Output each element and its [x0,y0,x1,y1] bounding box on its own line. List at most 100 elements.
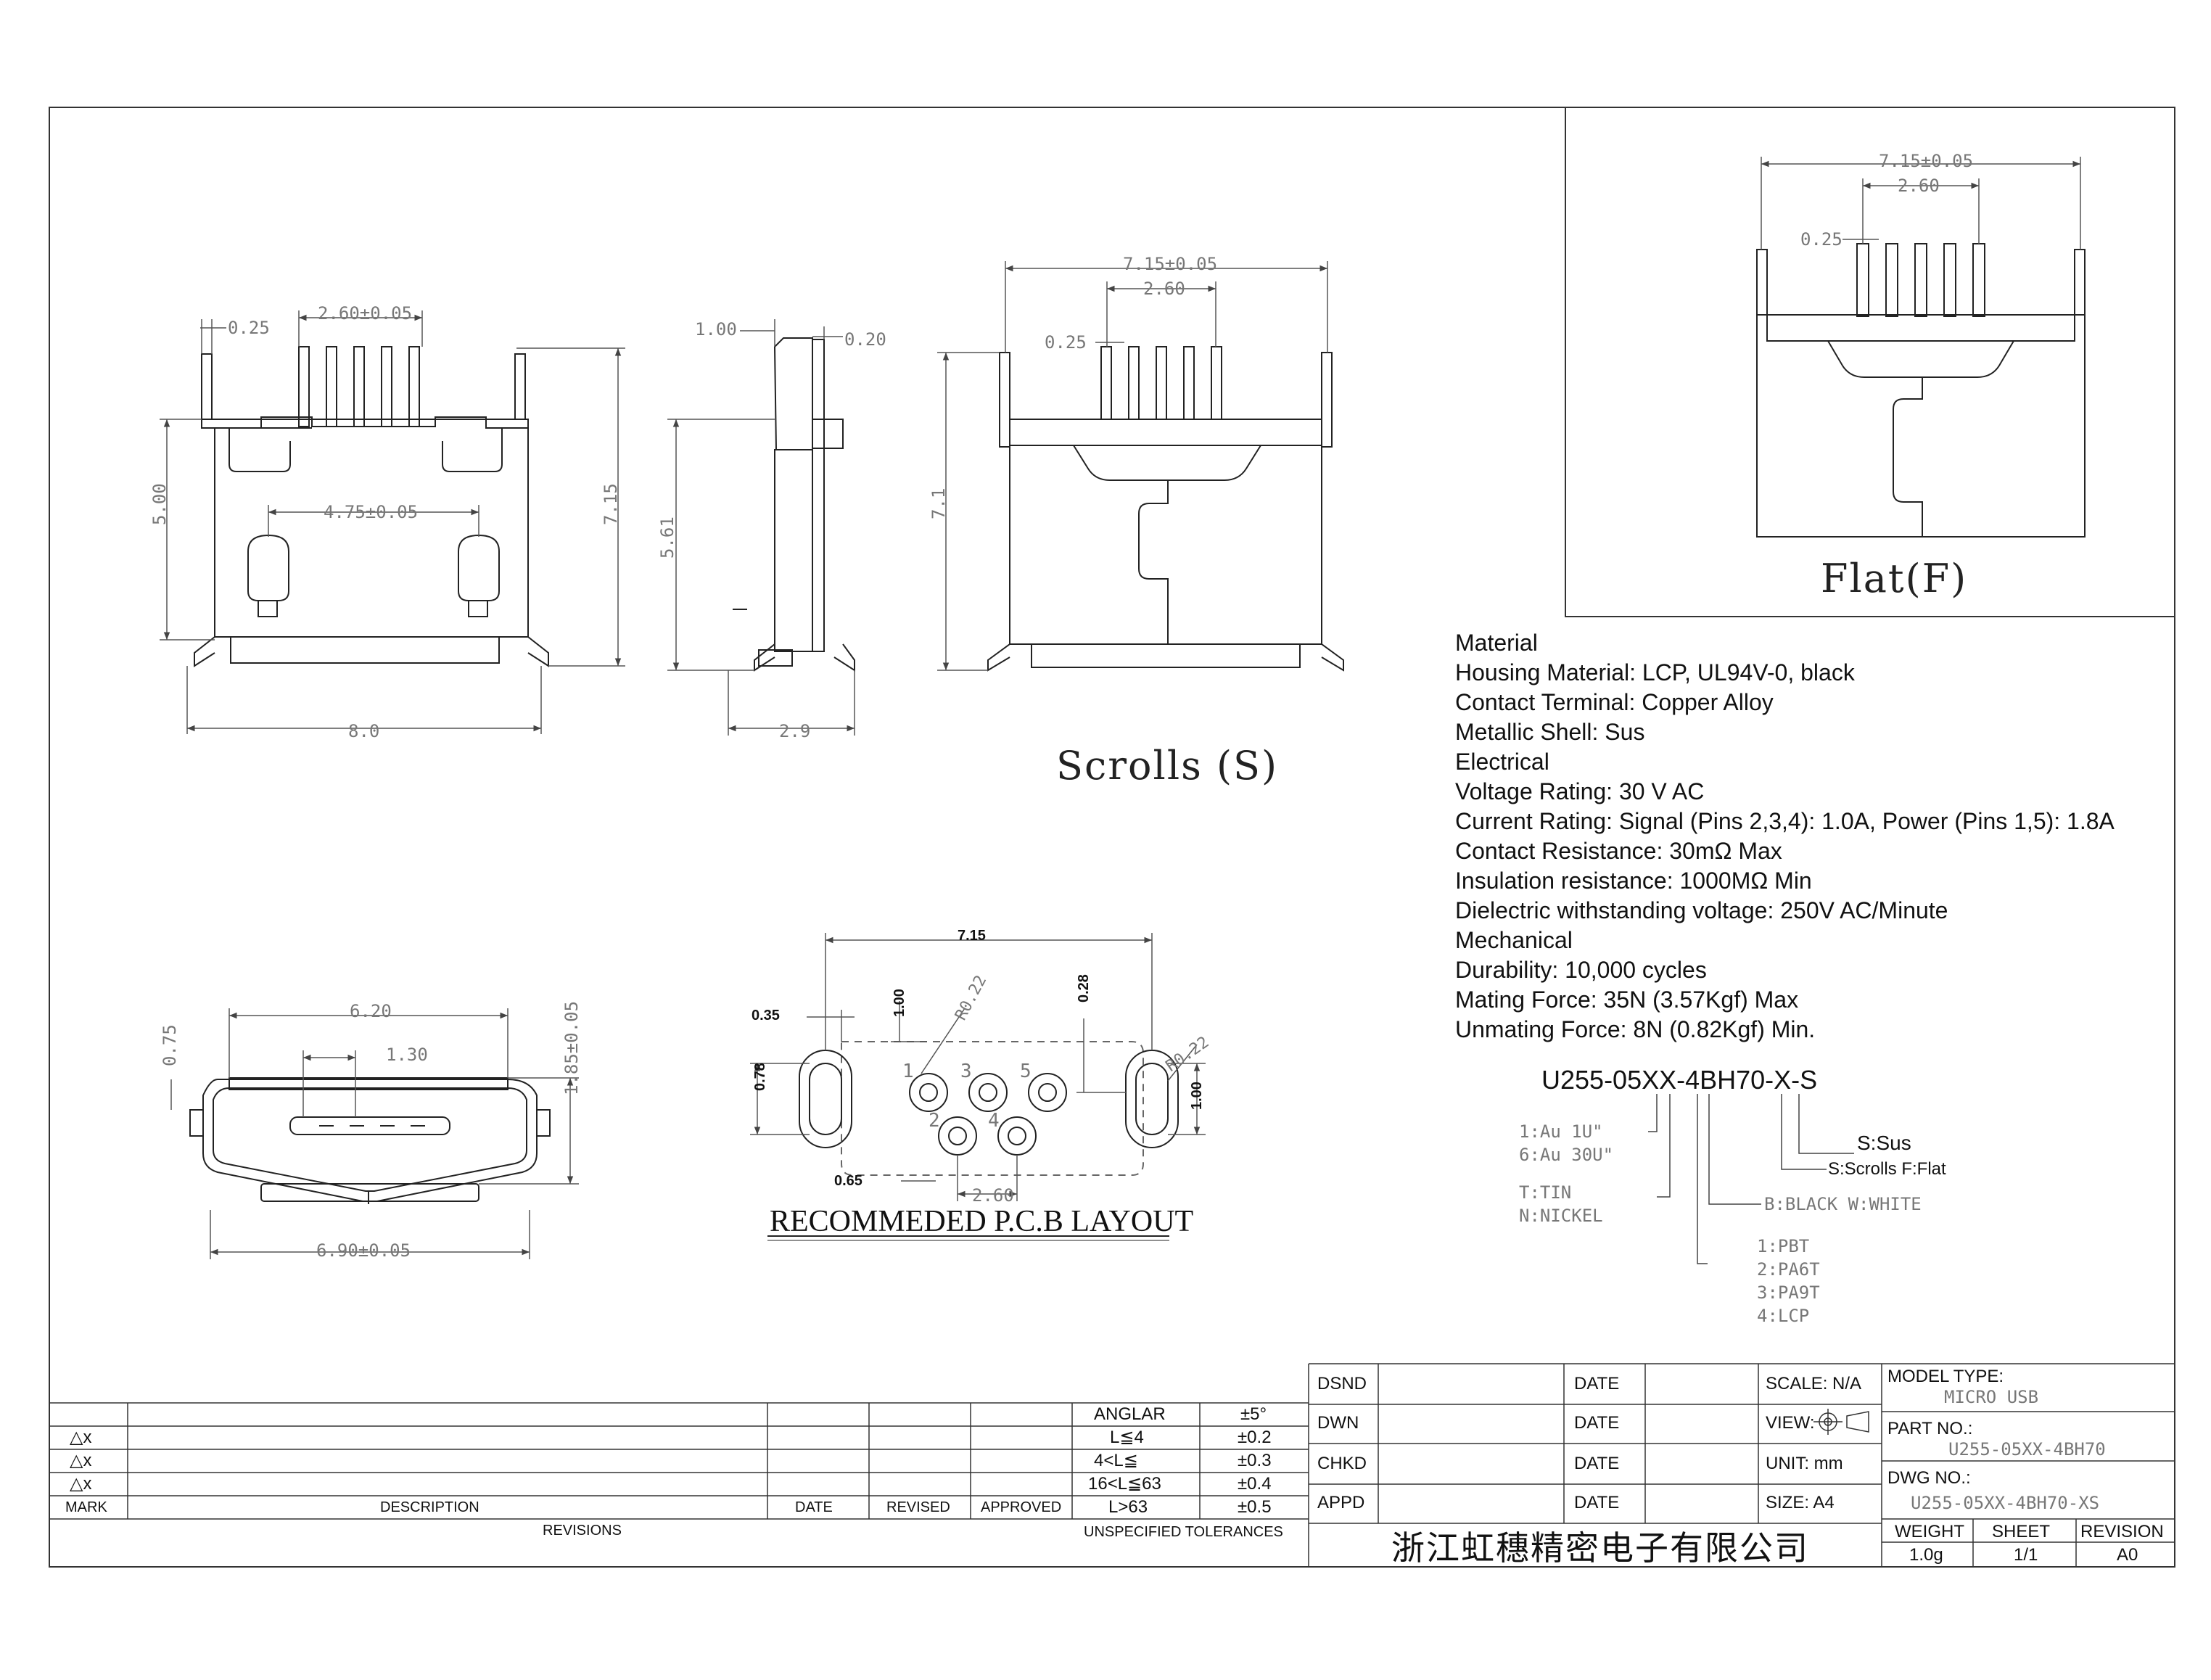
dim-front-pitch: 2.60±0.05 [318,303,413,324]
tol-r1-value: ±0.2 [1238,1428,1272,1447]
pn-plating-2: 6:Au 30U" [1519,1145,1614,1165]
pcb-layout [799,1041,1179,1176]
flat-view-frame [1565,107,2175,617]
front-view-dims [160,310,625,734]
dim-pcb-028: 0.28 [1076,974,1092,1002]
dim-pcb-035: 0.35 [752,1008,780,1024]
dim-pcb-065: 0.65 [834,1173,862,1189]
dim-side-depth: 2.9 [779,721,811,741]
flat-view-dims [1761,157,2081,250]
dim-front-pin: 0.25 [228,318,270,338]
rev-col-description: DESCRIPTION [380,1499,479,1515]
dim-scroll-pin: 0.25 [1045,332,1087,353]
dim-pcb-100a: 1.00 [892,989,907,1017]
tb-part-no: U255-05XX-4BH70 [1948,1439,2106,1459]
spec-dielectric: Dielectric withstanding voltage: 250V AC… [1455,897,1948,923]
dim-front-total: 7.15 [601,483,621,525]
pn-material-2: 2:PA6T [1757,1259,1820,1280]
tol-anglar-label: ANGLAR [1094,1404,1166,1424]
tb-view: VIEW: [1766,1413,1815,1433]
rev-caption: REVISIONS [543,1523,622,1539]
dim-side-height: 5.61 [657,516,678,559]
spec-contact-resistance: Contact Resistance: 30mΩ Max [1455,838,1782,864]
spec-mechanical-heading: Mechanical [1455,927,1573,953]
dim-pcb-width: 7.15 [958,928,986,944]
tol-r3-label: 16<L≦63 [1088,1474,1161,1494]
tol-anglar-value: ±5° [1240,1404,1267,1424]
tb-scale: SCALE: N/A [1766,1374,1862,1393]
dim-pcb-078: 0.78 [752,1063,768,1091]
pn-finish-1: T:TIN [1519,1182,1572,1203]
tb-model-type-label: MODEL TYPE: [1887,1367,2004,1386]
scrolls-view-title: Scrolls (S) [1056,743,1279,788]
pcb-pad-2 [938,1116,977,1156]
rev-col-date: DATE [795,1499,833,1515]
face-view-dims [170,1008,579,1259]
tb-sheet-label: SHEET [1992,1522,2051,1541]
dim-face-height: 1.85±0.05 [561,1000,582,1095]
face-view [189,1077,551,1204]
spec-durability: Durability: 10,000 cycles [1455,957,1707,983]
pcb-pad-4 [997,1116,1037,1156]
spec-contact-terminal: Contact Terminal: Copper Alloy [1455,689,1774,715]
spec-material-heading: Material [1455,630,1538,656]
flat-view [1756,243,2086,538]
rev-col-revised: REVISED [886,1499,950,1515]
spec-shell: Metallic Shell: Sus [1455,719,1645,745]
pn-shell: S:Sus [1857,1132,1911,1154]
tol-r1-label: L≦4 [1110,1428,1144,1447]
spec-insulation: Insulation resistance: 1000MΩ Min [1455,868,1812,894]
dim-pcb-pitch: 2.60 [972,1185,1014,1206]
rev-mark-1: △x [70,1428,92,1447]
tb-date-1: DATE [1574,1374,1620,1393]
pn-color: B:BLACK W:WHITE [1764,1194,1922,1214]
spec-unmating: Unmating Force: 8N (0.82Kgf) Min. [1455,1016,1816,1042]
pcb-pad-3 [968,1073,1008,1112]
pn-style: S:Scrolls F:Flat [1828,1159,1946,1179]
pn-finish-2: N:NICKEL [1519,1206,1603,1226]
pn-callout-lines [1648,1094,1854,1264]
dim-face-width: 6.20 [350,1001,392,1021]
pn-plating-1: 1:Au 1U" [1519,1121,1603,1142]
tb-sheet: 1/1 [2014,1545,2038,1565]
dim-scroll-width: 7.15±0.05 [1123,254,1218,274]
part-number-code: U255-05XX-4BH70-X-S [1541,1065,1818,1095]
tb-date-2: DATE [1574,1413,1620,1433]
pcb-pad-1 [909,1073,948,1112]
tb-dwg-no: U255-05XX-4BH70-XS [1911,1493,2100,1513]
revision-table-lines [49,1402,1309,1520]
pn-material-4: 4:LCP [1757,1306,1810,1326]
tb-dsnd: DSND [1317,1374,1367,1393]
projection-symbol [1813,1409,1869,1435]
sheet-border [49,107,2175,1568]
tol-r4-value: ±0.5 [1238,1497,1272,1517]
tb-weight-label: WEIGHT [1895,1522,1964,1541]
pcb-pin-4-label: 4 [988,1110,1000,1132]
spec-electrical-heading: Electrical [1455,749,1549,775]
front-view [194,346,549,667]
dim-flat-pitch: 2.60 [1898,176,1940,196]
rev-col-mark: MARK [65,1499,107,1515]
tb-unit: UNIT: mm [1766,1454,1843,1473]
tol-r4-label: L>63 [1108,1497,1148,1517]
rev-mark-3: △x [70,1474,92,1494]
rev-col-approved: APPROVED [981,1499,1062,1515]
pcb-pin-1-label: 1 [902,1061,914,1082]
dim-front-width: 8.0 [348,721,380,741]
spec-mating: Mating Force: 35N (3.57Kgf) Max [1455,987,1799,1013]
dim-pcb-100b: 1.00 [1189,1082,1205,1110]
pn-material-3: 3:PA9T [1757,1282,1820,1303]
tb-date-4: DATE [1574,1493,1620,1512]
dim-scroll-pitch: 2.60 [1143,279,1185,299]
tb-dwg-no-label: DWG NO.: [1887,1468,1971,1488]
dim-front-post: 4.75±0.05 [324,502,419,522]
tb-part-no-label: PART NO.: [1887,1419,1973,1438]
tol-caption: UNSPECIFIED TOLERANCES [1084,1524,1283,1540]
tb-model-type: MICRO USB [1944,1387,2039,1407]
pcb-outline [841,1041,1144,1176]
dim-face-inner: 1.30 [386,1045,428,1065]
side-view-dims [667,319,855,736]
scrolls-view [987,346,1344,672]
pcb-slot-left [799,1050,852,1148]
scrolls-view-dims [937,261,1328,671]
